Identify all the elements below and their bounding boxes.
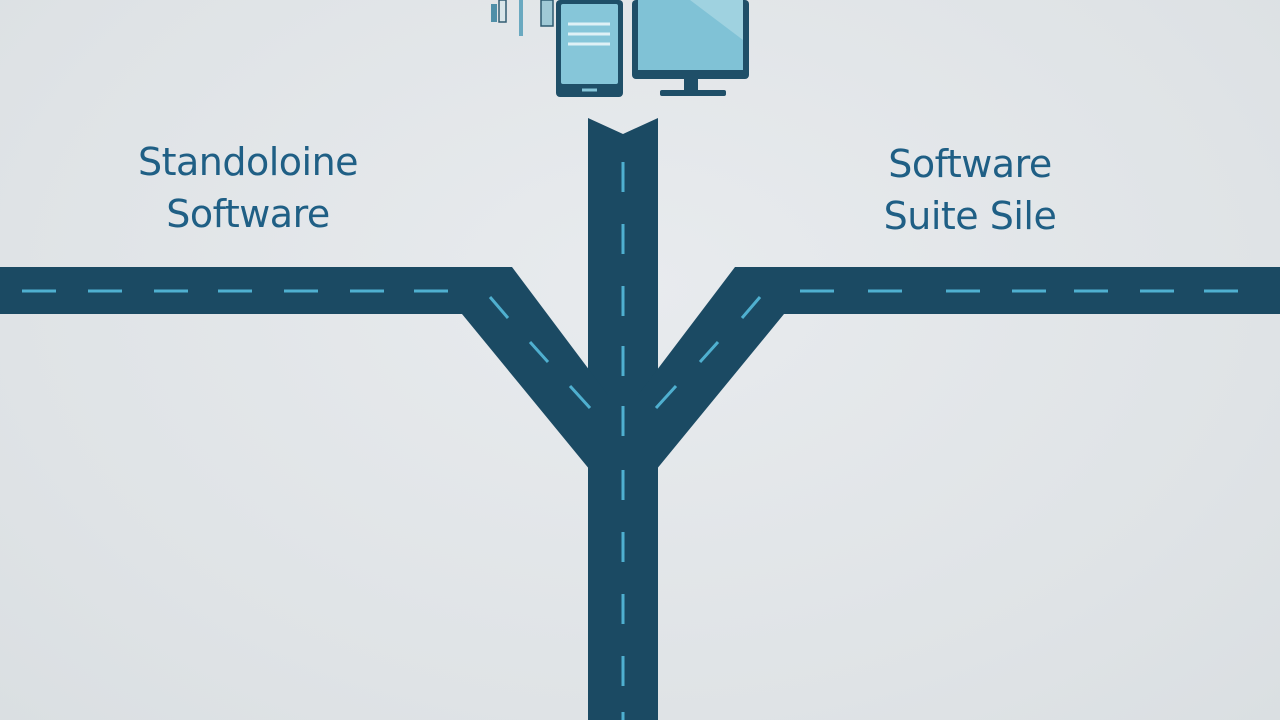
lane-markings: [22, 162, 1238, 720]
standalone-software-label-line2: Software: [166, 192, 330, 236]
software-suite-label: Software Suite Sile: [830, 138, 1110, 242]
left-branch-road: [0, 267, 608, 470]
right-branch-road: [638, 267, 1280, 470]
software-suite-label-line2: Suite Sile: [883, 194, 1057, 238]
standalone-software-label: Standoloine Software: [88, 136, 408, 240]
tablet-icon: [556, 0, 623, 97]
left-diagonal-dashes: [488, 296, 592, 410]
desktop-monitor-icon: [632, 0, 749, 96]
small-devices-icon: [491, 0, 554, 36]
right-diagonal-dashes: [654, 296, 762, 410]
standalone-software-label-line1: Standoloine: [137, 140, 359, 184]
software-suite-label-line1: Software: [888, 142, 1052, 186]
